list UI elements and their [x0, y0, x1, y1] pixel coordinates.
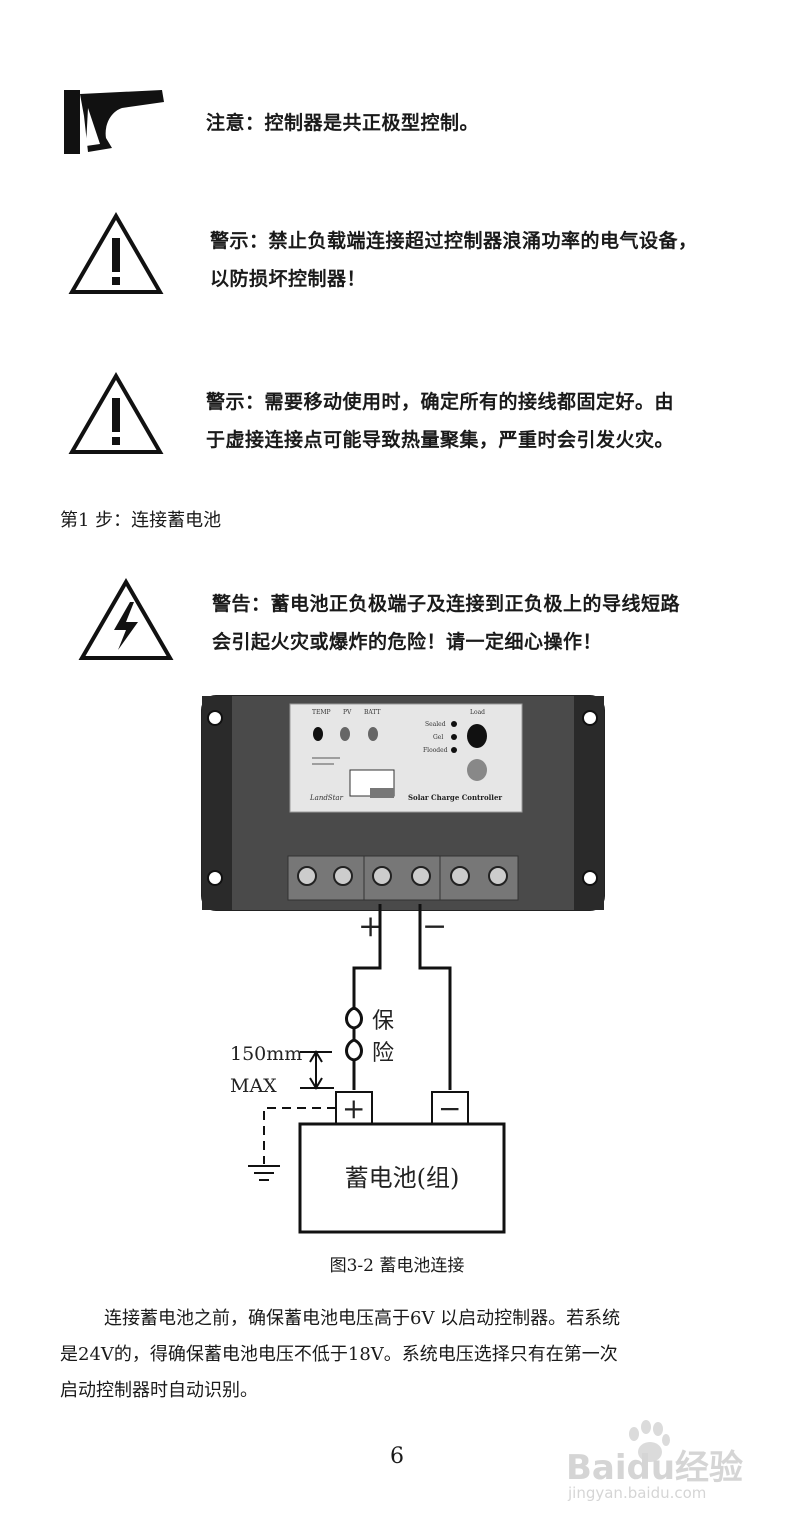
terminal-screw: [411, 866, 431, 886]
terminal-screw: [488, 866, 508, 886]
fuse-label: 险: [372, 1041, 394, 1066]
ground-icon: [248, 1165, 280, 1181]
notice-warning-fixing: 警示：需要移动使用时，确定所有的接线都固定好。由 于虚接连接点可能导致热量聚集，…: [206, 383, 674, 459]
battery-label: 蓄电池(组): [345, 1164, 460, 1192]
mounting-hole: [207, 870, 223, 886]
terminal-screw: [297, 866, 317, 886]
warning-triangle-icon: [68, 212, 164, 296]
panel-mode: Gel: [433, 734, 443, 741]
panel-mode: Flooded: [423, 747, 448, 754]
fuse-icon: [345, 1006, 363, 1062]
distance-label: 150mm: [230, 1043, 302, 1065]
watermark: Baidu经验 jingyan.baidu.com: [560, 1420, 780, 1510]
pv-indicator: [340, 727, 350, 741]
watermark-brand: Baidu经验: [566, 1448, 744, 1488]
minus-label: −: [422, 909, 447, 944]
panel-label: PV: [343, 709, 352, 716]
pointing-hand-icon: [62, 86, 168, 158]
mounting-hole: [207, 710, 223, 726]
mode-button: [467, 759, 487, 781]
load-button: [467, 724, 487, 748]
notice-line: 需要移动使用时，确定所有的接线都固定好。由: [264, 391, 675, 413]
ground-wire: [263, 1107, 336, 1164]
figure-caption: 图3-2 蓄电池连接: [329, 1256, 465, 1276]
body-line: 是24V的，得确保蓄电池电压不低于18V。系统电压选择只有在第一次: [60, 1344, 618, 1365]
paw-icon: [629, 1420, 670, 1462]
panel-label: Load: [470, 709, 485, 716]
panel-label: TEMP: [312, 709, 331, 716]
batt-indicator: [368, 727, 378, 741]
mode-led: [451, 734, 457, 740]
panel-mode: Sealed: [425, 721, 446, 728]
warning-short-circuit: 警告：蓄电池正负极端子及连接到正负极上的导线短路 会引起火灾或爆炸的危险！请一定…: [212, 585, 680, 661]
notice-label: 警示：: [210, 230, 269, 252]
notice-warning-surge: 警示：禁止负载端连接超过控制器浪涌功率的电气设备， 以防损坏控制器！: [210, 222, 698, 298]
mode-led: [451, 721, 457, 727]
warning-label: 警告：: [212, 593, 271, 615]
warning-triangle-icon: [68, 372, 164, 456]
step-heading: 第1 步：连接蓄电池: [60, 510, 222, 531]
terminal-block: [287, 855, 519, 901]
terminal-screw: [450, 866, 470, 886]
positive-wire: [352, 904, 382, 1008]
warning-line: 蓄电池正负极端子及连接到正负极上的导线短路: [270, 593, 681, 615]
terminal-minus-label: −: [438, 1092, 461, 1125]
fuse-label: 保: [372, 1009, 394, 1034]
battery-box: [298, 1122, 506, 1234]
temp-indicator: [313, 727, 323, 741]
notice-text: 控制器是共正极型控制。: [264, 112, 480, 134]
page-number: 6: [390, 1444, 404, 1469]
warning-line: 会引起火灾或爆炸的危险！请一定细心操作！: [212, 631, 603, 653]
terminal-plus-label: +: [342, 1092, 365, 1125]
notice-line: 以防损坏控制器！: [210, 268, 367, 290]
notice-line: 禁止负载端连接超过控制器浪涌功率的电气设备，: [268, 230, 698, 252]
product-label: Solar Charge Controller: [408, 793, 502, 802]
notice-caution: 注意：控制器是共正极型控制。: [206, 104, 479, 142]
notice-label: 注意：: [206, 112, 265, 134]
panel-label: BATT: [364, 709, 381, 716]
terminal-screw: [372, 866, 392, 886]
notice-line: 于虚接连接点可能导致热量聚集，严重时会引发火灾。: [206, 429, 675, 451]
distance-label: MAX: [230, 1075, 277, 1097]
mounting-hole: [582, 710, 598, 726]
mode-led: [451, 747, 457, 753]
mounting-hole: [582, 870, 598, 886]
watermark-url: jingyan.baidu.com: [568, 1484, 707, 1502]
body-line: 启动控制器时自动识别。: [60, 1380, 258, 1401]
terminal-screw: [333, 866, 353, 886]
body-paragraph: 连接蓄电池之前，确保蓄电池电压高于6V 以启动控制器。若系统 是24V的，得确保…: [60, 1301, 760, 1409]
body-line: 连接蓄电池之前，确保蓄电池电压高于6V 以启动控制器。若系统: [104, 1308, 621, 1329]
battery-wiring-diagram: TEMP PV BATT Load Sealed Gel Flooded Lan…: [0, 690, 794, 1240]
brand-label: LandStar: [309, 794, 344, 802]
negative-wire: [418, 904, 452, 1090]
electric-shock-icon: [78, 578, 174, 662]
notice-label: 警示：: [206, 391, 265, 413]
